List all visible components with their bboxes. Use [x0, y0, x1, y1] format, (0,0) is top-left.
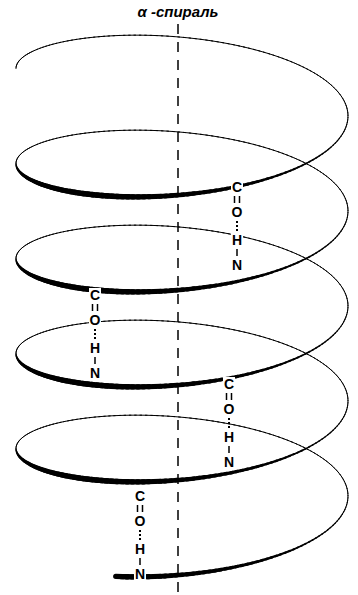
atom-label: O: [231, 205, 244, 219]
atom-label: N: [231, 258, 243, 272]
helix-back: [16, 35, 348, 496]
double-bond: [142, 505, 144, 512]
atom-label: C: [223, 377, 235, 391]
diagram-title: α -спираль: [137, 4, 218, 19]
atom-label: C: [231, 180, 243, 194]
atom-label: C: [134, 489, 146, 503]
single-bond: [228, 446, 230, 453]
double-bond: [226, 393, 228, 400]
atom-label: N: [89, 366, 101, 380]
atom-label: H: [89, 341, 101, 355]
atom-label: O: [134, 514, 147, 528]
double-bond: [231, 393, 233, 400]
double-bond: [92, 304, 94, 311]
helix-stroke: [15, 448, 16, 450]
hydrogen-bond: [139, 530, 141, 540]
atom-label: O: [223, 402, 236, 416]
hydrogen-bonds: [93, 196, 240, 565]
hydrogen-bond: [228, 418, 230, 428]
atom-label: H: [134, 542, 146, 556]
double-bond: [97, 304, 99, 311]
double-bond: [239, 196, 241, 203]
atom-label: H: [231, 233, 243, 247]
helix-stroke: [116, 574, 123, 580]
atom-label: H: [223, 430, 235, 444]
helix-front: [16, 115, 348, 577]
helix-stroke: [15, 163, 16, 165]
atom-label: N: [223, 455, 235, 469]
double-bond: [234, 196, 236, 203]
single-bond: [94, 357, 96, 364]
double-bond: [137, 505, 139, 512]
helix-axis: [177, 24, 179, 592]
hydrogen-bond: [236, 221, 238, 231]
hydrogen-bond: [94, 329, 96, 339]
helix-stroke: [15, 258, 16, 260]
helix-stroke: [15, 353, 16, 355]
atom-label: O: [89, 313, 102, 327]
atom-label: N: [134, 567, 146, 581]
single-bond: [139, 558, 141, 565]
single-bond: [236, 249, 238, 256]
atom-label: C: [89, 288, 101, 302]
